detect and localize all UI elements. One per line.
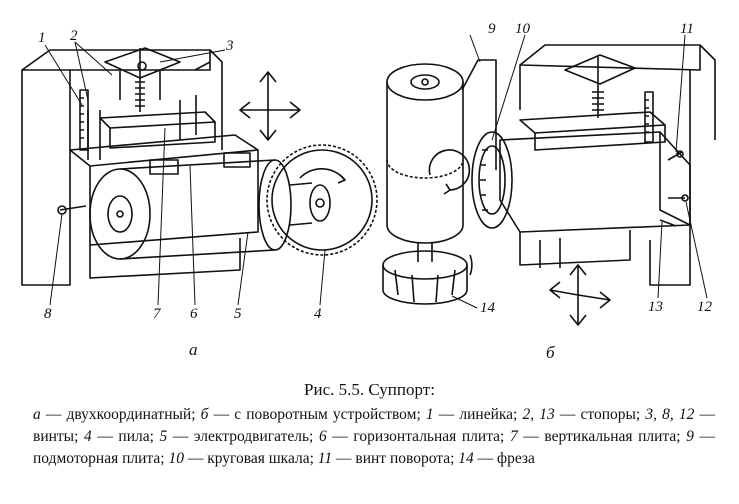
legend-key: 3, 8, 12 — [645, 406, 695, 423]
callout-7: 7 — [153, 306, 161, 322]
callout-1: 1 — [38, 30, 46, 46]
legend-text: — двухкоординатный; — [40, 406, 201, 423]
legend-key: 14 — [458, 450, 474, 467]
callout-13: 13 — [648, 299, 663, 315]
legend-text: — фреза — [473, 450, 535, 467]
legend-text: — вертикальная плита; — [517, 428, 687, 445]
legend-text: — с поворотным устройством; — [208, 406, 426, 423]
legend-text: — подмоторная плита; — [33, 428, 716, 467]
sublabel-a: а — [189, 340, 198, 359]
legend-key: 2, 13 — [522, 406, 555, 423]
drawing-b — [382, 44, 716, 326]
legend-key: 9 — [686, 428, 694, 445]
legend-key: б — [200, 406, 209, 423]
caption-legend: а — двухкоординатный; б — с поворотным у… — [33, 404, 715, 470]
legend-key: 7 — [509, 428, 518, 445]
callout-2: 2 — [70, 28, 78, 44]
legend-key: 5 — [159, 428, 168, 445]
callout-10: 10 — [515, 21, 530, 37]
callout-3: 3 — [226, 38, 234, 54]
legend-text: — винт поворота; — [332, 450, 459, 467]
drawing-a — [21, 47, 378, 286]
legend-text: — горизонтальная плита; — [326, 428, 510, 445]
callout-5: 5 — [234, 306, 242, 322]
callout-14: 14 — [480, 300, 495, 316]
support-drawings — [21, 34, 716, 326]
callout-11: 11 — [680, 21, 694, 37]
callout-12: 12 — [697, 299, 712, 315]
legend-key: а — [33, 406, 41, 423]
legend-key: 1 — [425, 406, 434, 423]
legend-text: — круговая шкала; — [183, 450, 318, 467]
callout-4: 4 — [314, 306, 322, 322]
legend-key: 4 — [84, 428, 92, 445]
sublabel-b: б — [546, 343, 555, 362]
legend-key: 6 — [318, 428, 327, 445]
legend-key: 11 — [317, 450, 333, 467]
legend-text: — линейка; — [433, 406, 523, 423]
legend-text: — электродвигатель; — [167, 428, 319, 445]
callout-8: 8 — [44, 306, 52, 322]
callout-6: 6 — [190, 306, 198, 322]
legend-text: — стопоры; — [554, 406, 646, 423]
legend-key: 10 — [168, 450, 184, 467]
leader-lines — [44, 34, 708, 309]
caption-title: Рис. 5.5. Суппорт: — [304, 380, 435, 399]
legend-text: — пила; — [91, 428, 160, 445]
callout-9: 9 — [488, 21, 496, 37]
legend-text: — винты; — [33, 406, 716, 445]
